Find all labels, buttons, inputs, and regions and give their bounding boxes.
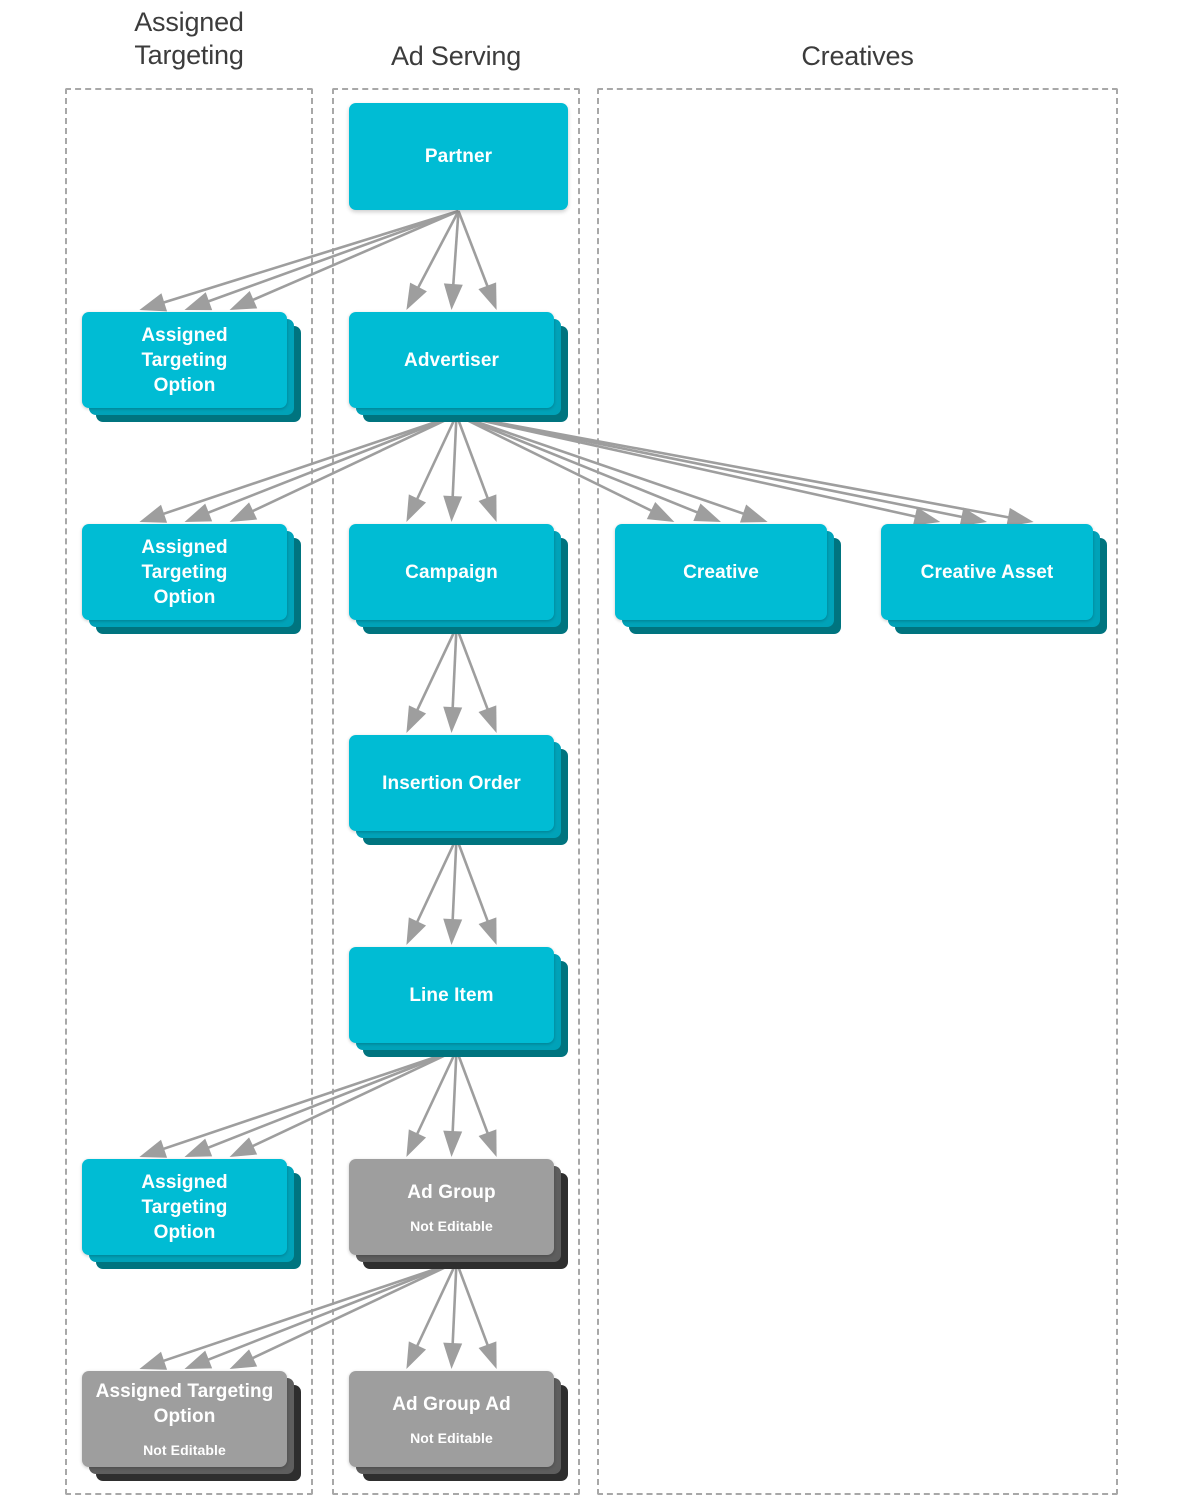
node-card: Assigned Targeting Option Not Editable	[82, 1371, 287, 1467]
node-label: Creative Asset	[920, 561, 1054, 583]
node-card: Assigned Targeting Option	[82, 524, 287, 620]
node-card: Ad Group Ad Not Editable	[349, 1371, 554, 1467]
column-header-assigned-targeting: Assigned Targeting	[65, 6, 313, 72]
node-insertion-order[interactable]: Insertion Order	[349, 735, 568, 847]
node-label: Line Item	[409, 984, 494, 1006]
node-label: Insertion Order	[382, 772, 521, 794]
node-label: Ad Group Ad	[392, 1393, 511, 1415]
node-ato-line-item[interactable]: Assigned Targeting Option	[82, 1159, 301, 1271]
node-label: Campaign	[405, 561, 498, 583]
node-label: Assigned Targeting Option	[141, 324, 228, 396]
node-label: Ad Group	[407, 1181, 496, 1203]
lane-ad-serving	[332, 88, 580, 1495]
column-header-line-2: Targeting	[134, 40, 244, 70]
node-label: Advertiser	[404, 349, 499, 371]
lane-creatives	[597, 88, 1118, 1495]
lane-assigned-targeting	[65, 88, 313, 1495]
node-label: Creative	[683, 561, 759, 583]
node-note: Not Editable	[143, 1442, 226, 1458]
node-label: Partner	[424, 146, 493, 167]
node-card: Assigned Targeting Option	[82, 1159, 287, 1255]
node-ato-advertiser[interactable]: Assigned Targeting Option	[82, 524, 301, 636]
node-card: Creative Asset	[881, 524, 1093, 620]
node-card: Line Item	[349, 947, 554, 1043]
node-card: Ad Group Not Editable	[349, 1159, 554, 1255]
column-header-line-1: Assigned	[134, 7, 244, 37]
node-card: Creative	[615, 524, 827, 620]
node-card: Partner	[349, 103, 568, 210]
node-note: Not Editable	[410, 1429, 493, 1446]
node-card: Assigned Targeting Option	[82, 312, 287, 408]
node-ato-ad-group[interactable]: Assigned Targeting Option Not Editable	[82, 1371, 301, 1483]
node-note: Not Editable	[410, 1217, 493, 1234]
node-label: Assigned Targeting Option	[141, 1171, 228, 1243]
node-creative[interactable]: Creative	[615, 524, 841, 636]
column-header-creatives: Creatives	[801, 41, 914, 71]
node-label: Assigned Targeting Option	[95, 1381, 274, 1427]
node-label: Assigned Targeting Option	[141, 536, 228, 608]
node-creative-asset[interactable]: Creative Asset	[881, 524, 1107, 636]
node-ato-partner[interactable]: Assigned Targeting Option	[82, 312, 301, 424]
node-card: Advertiser	[349, 312, 554, 408]
node-ad-group[interactable]: Ad Group Not Editable	[349, 1159, 568, 1271]
node-card: Campaign	[349, 524, 554, 620]
node-card: Insertion Order	[349, 735, 554, 831]
node-campaign[interactable]: Campaign	[349, 524, 568, 636]
node-line-item[interactable]: Line Item	[349, 947, 568, 1059]
node-partner[interactable]: Partner	[349, 103, 568, 210]
node-ad-group-ad[interactable]: Ad Group Ad Not Editable	[349, 1371, 568, 1483]
column-header-ad-serving: Ad Serving	[390, 41, 522, 71]
node-advertiser[interactable]: Advertiser	[349, 312, 568, 424]
